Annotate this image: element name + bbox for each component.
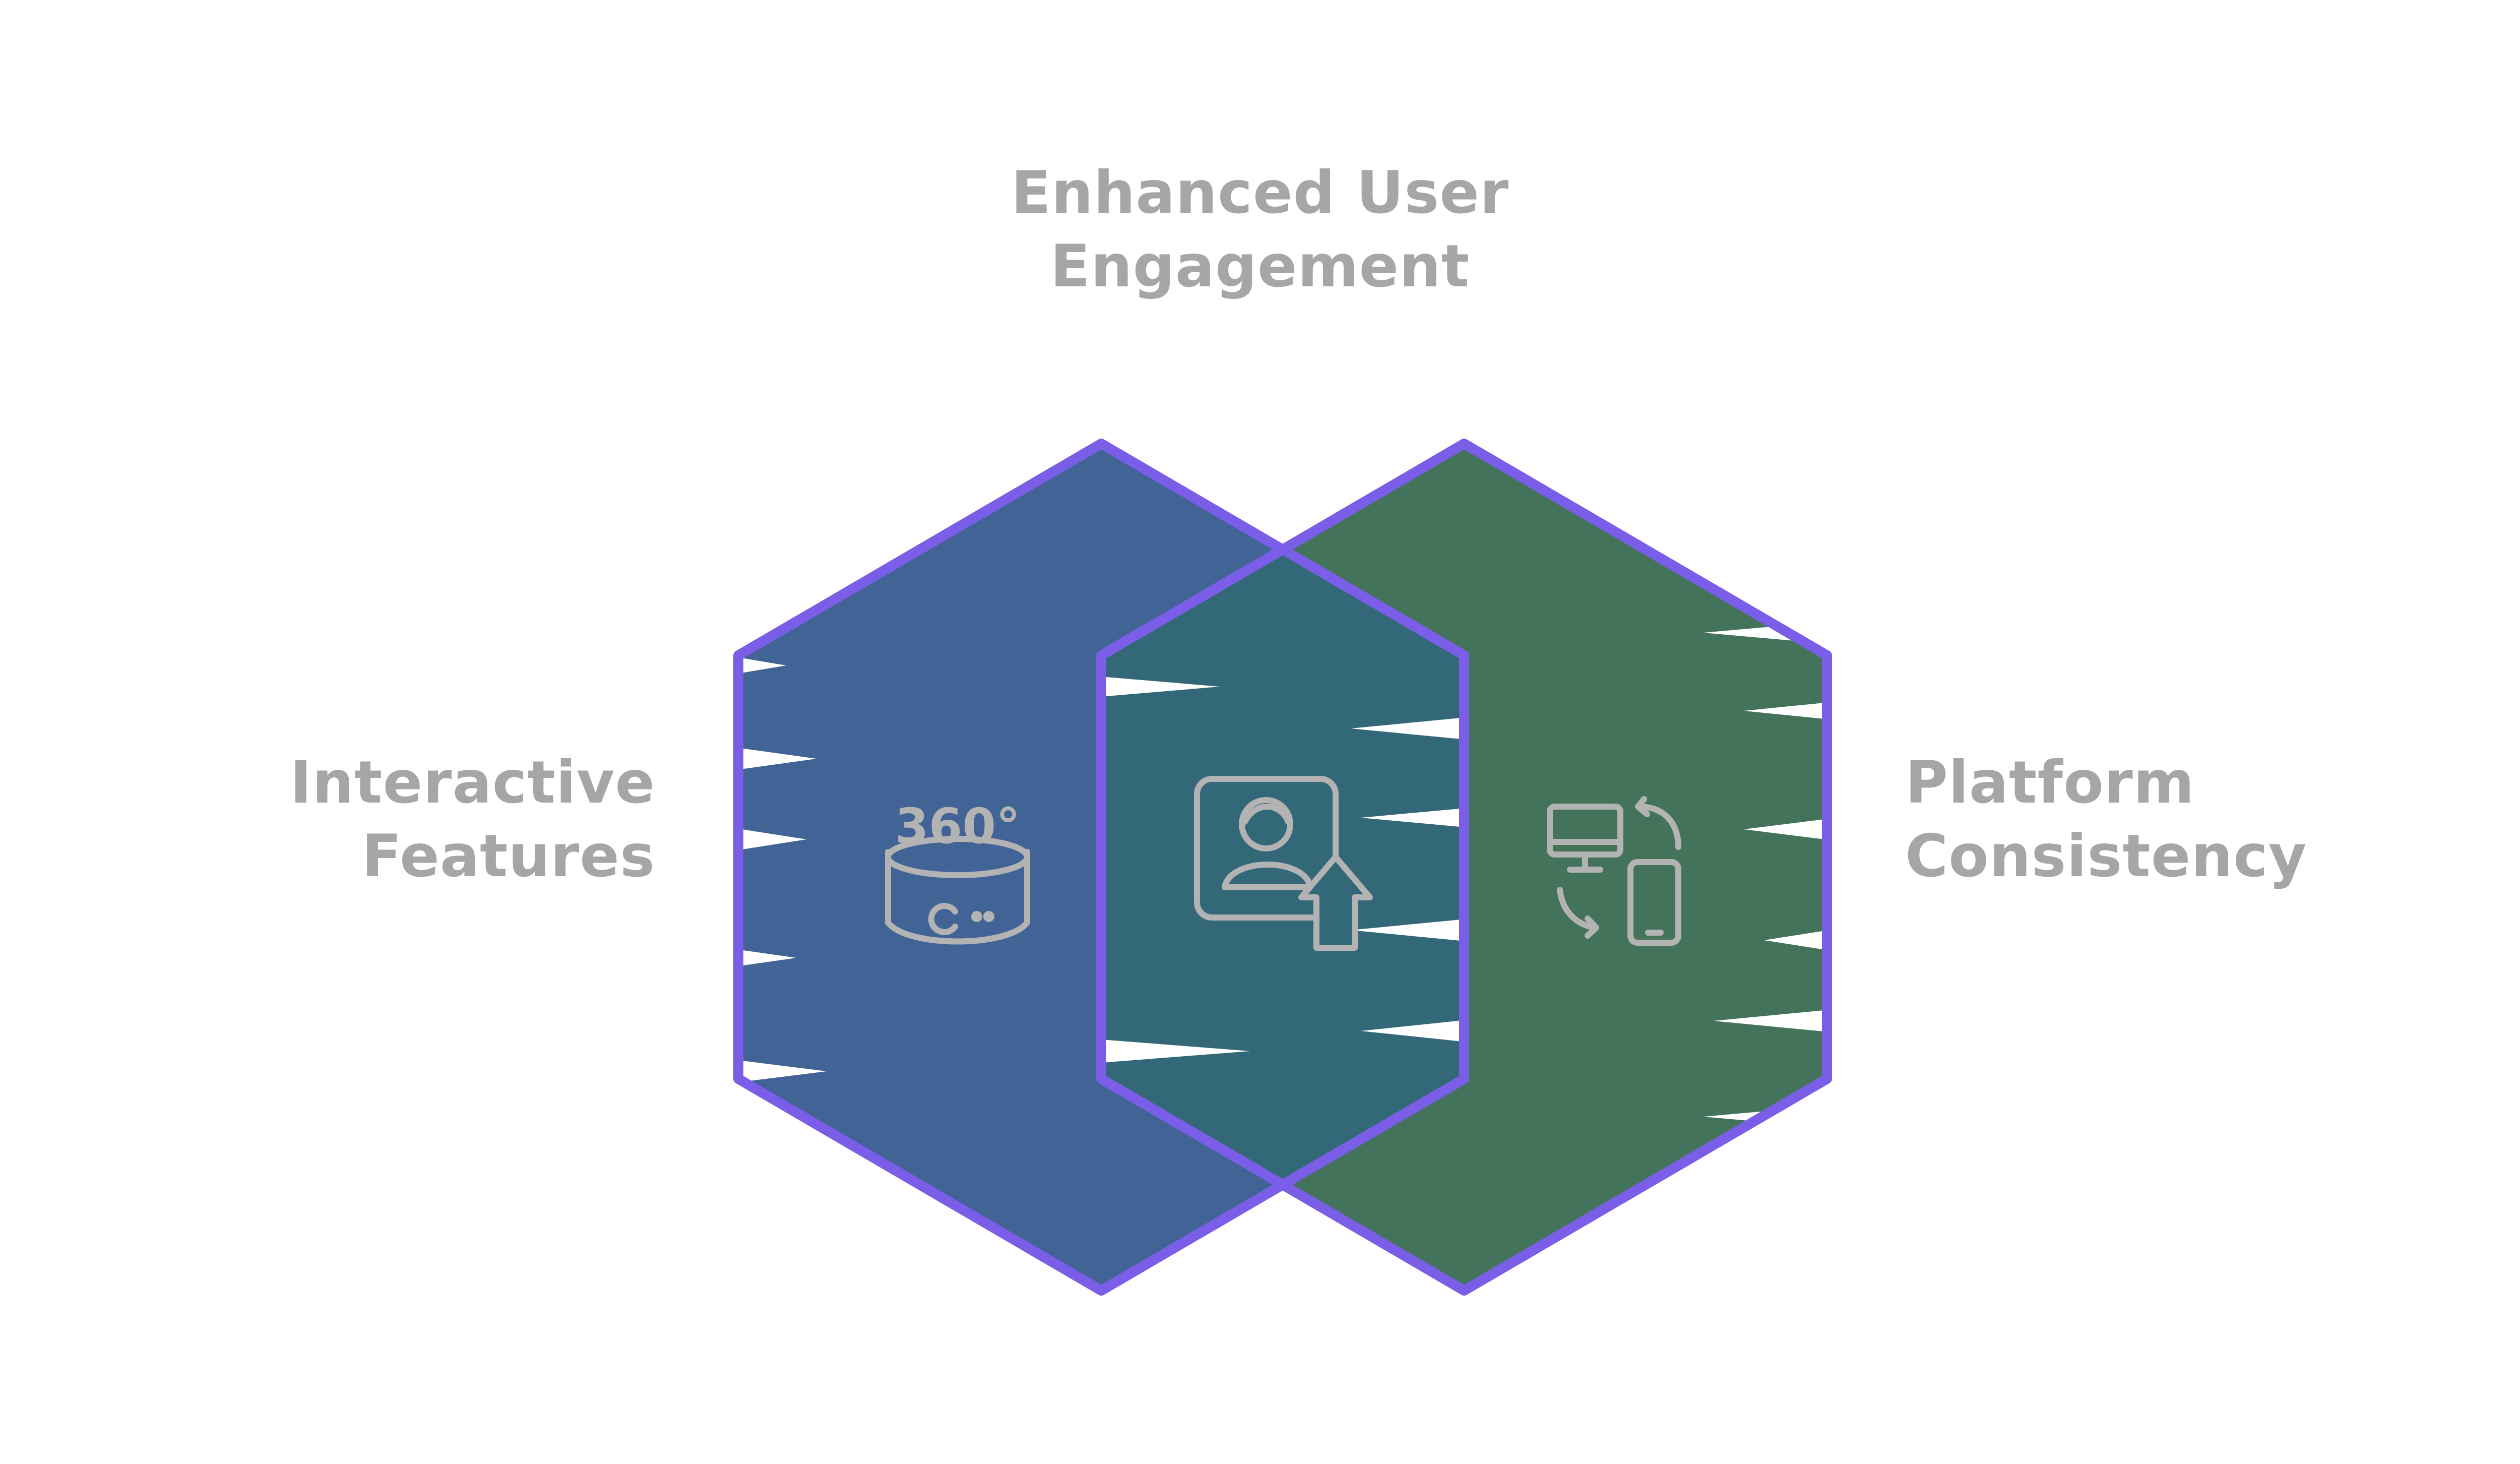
label-left-line-2: Features bbox=[361, 822, 655, 890]
platform-consistency-label: Platform Consistency bbox=[1905, 746, 2510, 893]
label-top-line-2: Engagement bbox=[1050, 232, 1470, 300]
right-hexagon-outline bbox=[1096, 439, 1832, 1296]
label-right-line-1: Platform bbox=[1905, 749, 2195, 817]
interactive-features-label: Interactive Features bbox=[101, 746, 655, 893]
enhanced-user-engagement-label: Enhanced User Engagement bbox=[756, 156, 1764, 303]
user-upload-icon bbox=[1194, 776, 1373, 951]
label-top-line-1: Enhanced User bbox=[1011, 159, 1509, 227]
label-right-line-2: Consistency bbox=[1905, 822, 2307, 890]
label-left-line-1: Interactive bbox=[290, 749, 655, 817]
360-degree-text: 360° bbox=[895, 798, 1020, 855]
360-view-icon: 360° bbox=[885, 798, 1030, 945]
left-hexagon-outline bbox=[733, 439, 1469, 1296]
device-sync-icon bbox=[1547, 796, 1681, 946]
